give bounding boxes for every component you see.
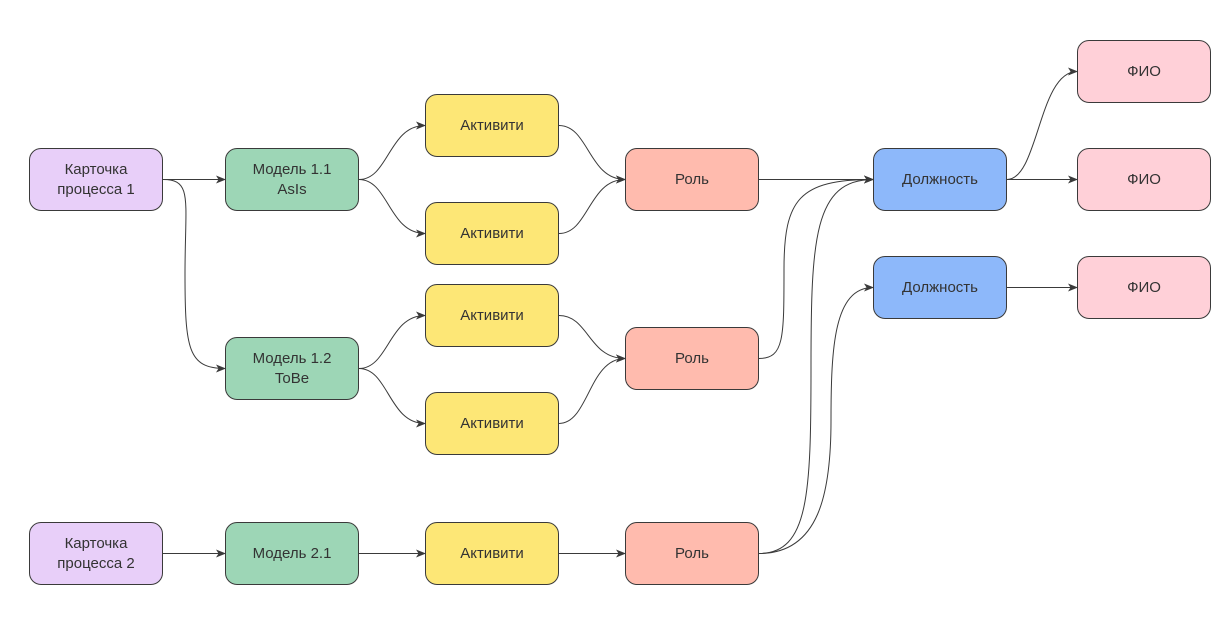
edge-role3-to-pos1 <box>758 175 874 554</box>
node-label: Должность <box>902 278 978 296</box>
node-label: Роль <box>675 170 709 188</box>
node-position[interactable]: Должность <box>873 256 1007 319</box>
node-label: Роль <box>675 349 709 367</box>
node-label: Активити <box>460 116 524 134</box>
edge-act4-to-role2 <box>558 354 626 424</box>
node-activity[interactable]: Активити <box>425 202 559 265</box>
node-model[interactable]: Модель 1.1 AsIs <box>225 148 359 211</box>
edge-pos1-to-fio1 <box>1006 67 1078 180</box>
node-label: Активити <box>460 544 524 562</box>
edge-act3-to-role2 <box>558 315 626 363</box>
node-label: Модель 1.2 ToBe <box>252 349 332 387</box>
node-activity[interactable]: Активити <box>425 522 559 585</box>
node-label: Активити <box>460 414 524 432</box>
edge-act1-to-role1 <box>558 125 626 184</box>
node-activity[interactable]: Активити <box>425 284 559 347</box>
node-process[interactable]: Карточка процесса 1 <box>29 148 163 211</box>
edge-card1-to-model12 <box>162 179 226 373</box>
node-person[interactable]: ФИО <box>1077 148 1211 211</box>
node-label: ФИО <box>1127 170 1161 188</box>
node-label: Активити <box>460 306 524 324</box>
edge-model11-to-act2 <box>358 179 426 238</box>
node-label: ФИО <box>1127 62 1161 80</box>
node-model[interactable]: Модель 2.1 <box>225 522 359 585</box>
node-process[interactable]: Карточка процесса 2 <box>29 522 163 585</box>
edge-role2-to-pos1 <box>758 175 874 359</box>
node-model[interactable]: Модель 1.2 ToBe <box>225 337 359 400</box>
node-role[interactable]: Роль <box>625 522 759 585</box>
node-role[interactable]: Роль <box>625 148 759 211</box>
edge-model12-to-act3 <box>358 311 426 369</box>
node-role[interactable]: Роль <box>625 327 759 390</box>
node-label: Карточка процесса 2 <box>57 534 135 572</box>
edge-role3-to-pos2 <box>758 283 874 554</box>
edge-act2-to-role1 <box>558 175 626 234</box>
node-label: Карточка процесса 1 <box>57 160 135 198</box>
node-person[interactable]: ФИО <box>1077 256 1211 319</box>
node-label: Модель 2.1 <box>252 544 332 562</box>
node-activity[interactable]: Активити <box>425 94 559 157</box>
node-label: Роль <box>675 544 709 562</box>
node-label: ФИО <box>1127 278 1161 296</box>
edge-model12-to-act4 <box>358 368 426 428</box>
edge-model11-to-act1 <box>358 121 426 180</box>
node-activity[interactable]: Активити <box>425 392 559 455</box>
node-person[interactable]: ФИО <box>1077 40 1211 103</box>
node-label: Должность <box>902 170 978 188</box>
node-label: Активити <box>460 224 524 242</box>
node-label: Модель 1.1 AsIs <box>252 160 332 198</box>
node-position[interactable]: Должность <box>873 148 1007 211</box>
